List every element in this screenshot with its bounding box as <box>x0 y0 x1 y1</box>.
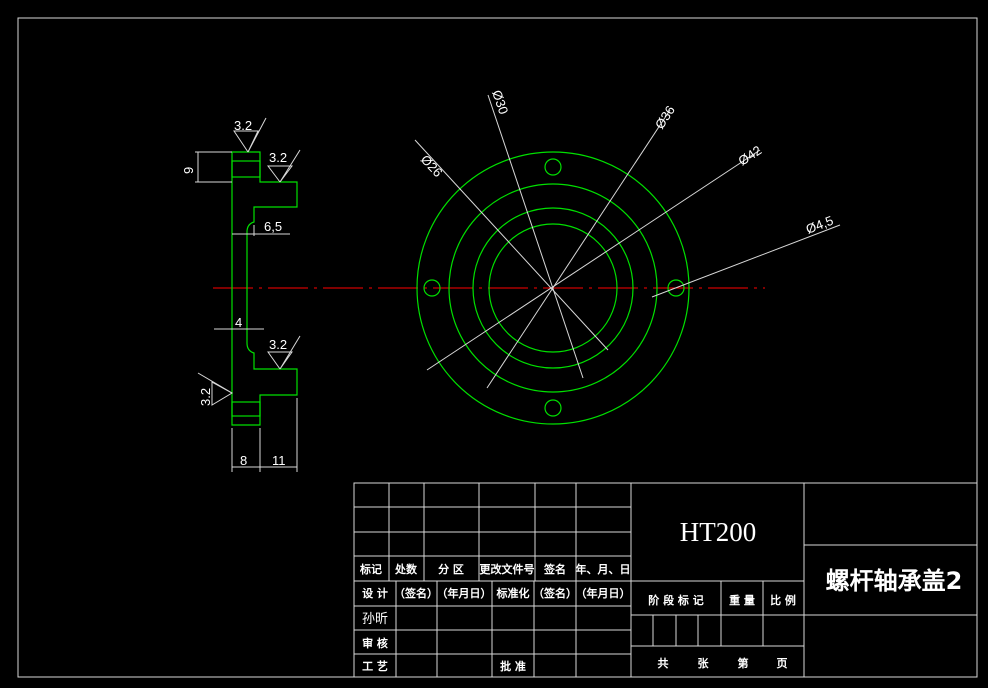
bolt-hole <box>544 399 562 417</box>
title-block-text: 标记 处数 分 区 更改文件号 签名 年、月、日 设 计 （签名） （年月日） … <box>359 517 962 673</box>
outer-circle <box>416 151 690 425</box>
sheet-unit-label: 张 <box>698 656 710 670</box>
page-label: 页 <box>777 657 788 670</box>
rev-zone: 分 区 <box>438 562 464 576</box>
rev-date: 年、月、日 <box>576 562 631 576</box>
sheet-number-label: 第 <box>738 656 749 670</box>
rev-count: 处数 <box>394 562 418 576</box>
bolt-hole-top <box>231 160 261 178</box>
bolt-hole-bottom <box>231 401 261 417</box>
roughness-face: 3.2 <box>198 388 213 406</box>
stage-label: 阶 段 标 记 <box>648 593 704 607</box>
title-block <box>353 482 978 678</box>
design-label: 设 计 <box>362 586 388 600</box>
part-name: 螺杆轴承盖2 <box>826 567 963 595</box>
circle-30 <box>472 207 634 369</box>
rev-doc: 更改文件号 <box>480 562 535 576</box>
dim-d42: Ø42 <box>735 143 764 169</box>
process-label: 工 艺 <box>362 659 388 673</box>
bolt-hole <box>667 279 685 297</box>
circle-36 <box>448 183 658 393</box>
dim-neck: 6,5 <box>264 219 282 234</box>
front-view: Ø26 Ø30 Ø36 Ø42 Ø4,5 <box>414 88 841 425</box>
dim-d30: Ø30 <box>489 88 511 116</box>
roughness-flange: 3.2 <box>269 150 287 165</box>
dim-boss-width: 11 <box>272 453 286 468</box>
standard-date: （年月日） <box>576 586 631 600</box>
roughness-top: 3.2 <box>234 118 252 133</box>
design-date: （年月日） <box>437 586 492 600</box>
bolt-hole <box>544 158 562 176</box>
dim-hole-height: 9 <box>181 167 196 174</box>
material: HT200 <box>680 517 757 547</box>
dim-d36: Ø36 <box>652 103 678 132</box>
section-view: 3.2 3.2 3.2 3.2 9 6,5 4 8 11 <box>181 117 301 472</box>
weight-label: 重 量 <box>729 593 755 607</box>
review-label: 审 核 <box>362 636 388 650</box>
standard-label: 标准化 <box>496 586 530 600</box>
sheet-total-label: 共 <box>658 656 669 670</box>
scale-label: 比 例 <box>770 593 796 607</box>
circle-26 <box>488 223 618 353</box>
design-sign: （签名） <box>394 586 438 600</box>
dim-wall: 4 <box>235 315 242 330</box>
bolt-hole <box>423 279 441 297</box>
approve-label: 批 准 <box>500 659 526 673</box>
rev-sign: 签名 <box>543 562 566 576</box>
designer-name: 孙昕 <box>362 611 388 626</box>
rev-mark: 标记 <box>359 562 382 576</box>
standard-sign: （签名） <box>533 586 577 600</box>
dim-flange-width: 8 <box>240 453 247 468</box>
roughness-lower-flange: 3.2 <box>269 337 287 352</box>
dim-d26: Ø26 <box>418 152 446 180</box>
section-profile <box>231 151 298 426</box>
